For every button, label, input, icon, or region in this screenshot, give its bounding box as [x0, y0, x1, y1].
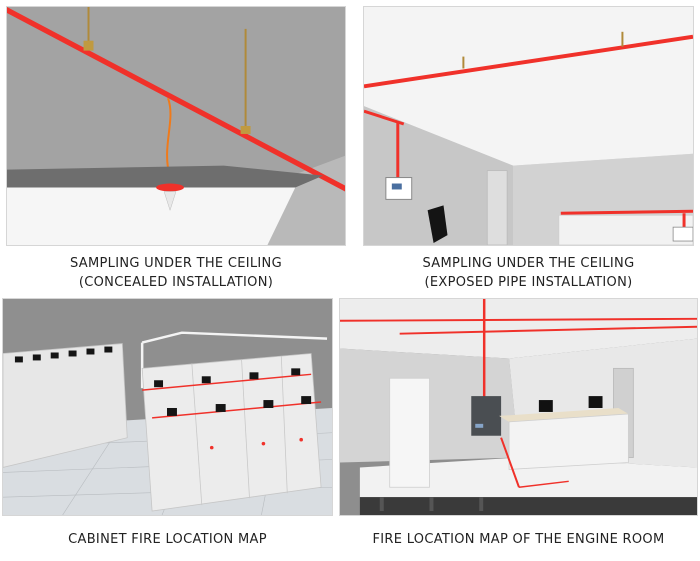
caption-line-1: SAMPLING UNDER THE CEILING [422, 256, 635, 271]
caption-line-1: FIRE LOCATION MAP OF THE ENGINE ROOM [372, 532, 665, 547]
caption-line-1: CABINET FIRE LOCATION MAP [68, 532, 267, 547]
caption-line-1: SAMPLING UNDER THE CEILING [70, 256, 282, 271]
cabinet-fire-location-image [2, 298, 333, 516]
concealed-installation-image [6, 6, 346, 246]
caption-concealed-installation: SAMPLING UNDER THE CEILING (CONCEALED IN… [6, 254, 346, 292]
caption-engine-room-fire-location: FIRE LOCATION MAP OF THE ENGINE ROOM [339, 530, 698, 549]
engine-room-fire-location-image [339, 298, 698, 516]
caption-line-2: (EXPOSED PIPE INSTALLATION) [424, 275, 633, 290]
caption-line-2: (CONCEALED INSTALLATION) [78, 275, 274, 290]
caption-cabinet-fire-location: CABINET FIRE LOCATION MAP [2, 530, 333, 549]
caption-exposed-pipe-installation: SAMPLING UNDER THE CEILING (EXPOSED PIPE… [363, 254, 694, 292]
exposed-pipe-installation-image [363, 6, 694, 246]
